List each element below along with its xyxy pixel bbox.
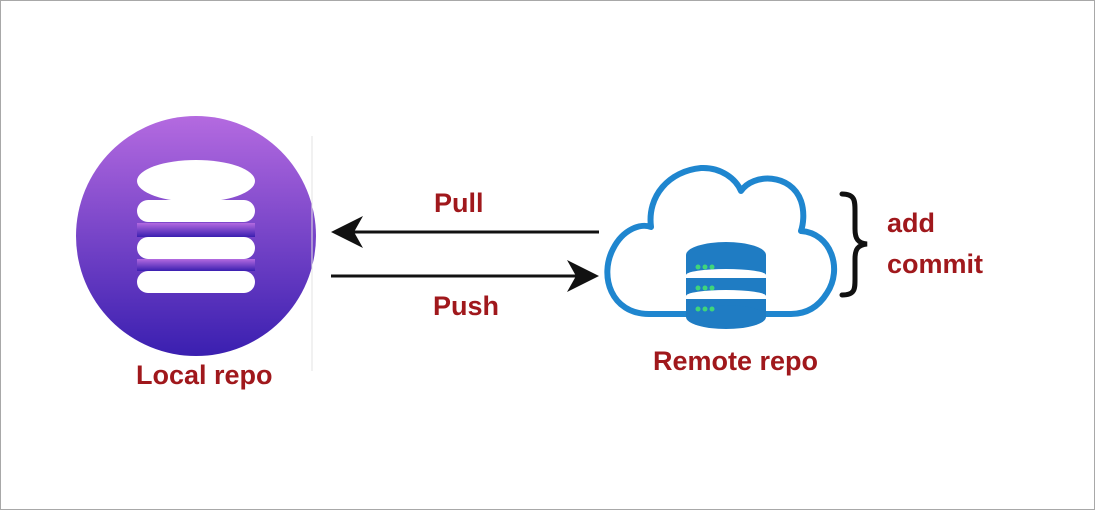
cloud-server-icon bbox=[604, 164, 838, 329]
pull-arrow bbox=[331, 216, 599, 248]
curly-brace bbox=[839, 191, 868, 298]
pull-label: Pull bbox=[434, 188, 484, 218]
push-label: Push bbox=[433, 291, 500, 321]
push-arrow bbox=[331, 260, 599, 292]
add-label: add bbox=[887, 208, 936, 238]
commit-label: commit bbox=[887, 249, 984, 279]
remote-repo-label: Remote repo bbox=[653, 346, 819, 376]
local-repo-label: Local repo bbox=[136, 360, 273, 390]
database-icon bbox=[76, 116, 316, 356]
